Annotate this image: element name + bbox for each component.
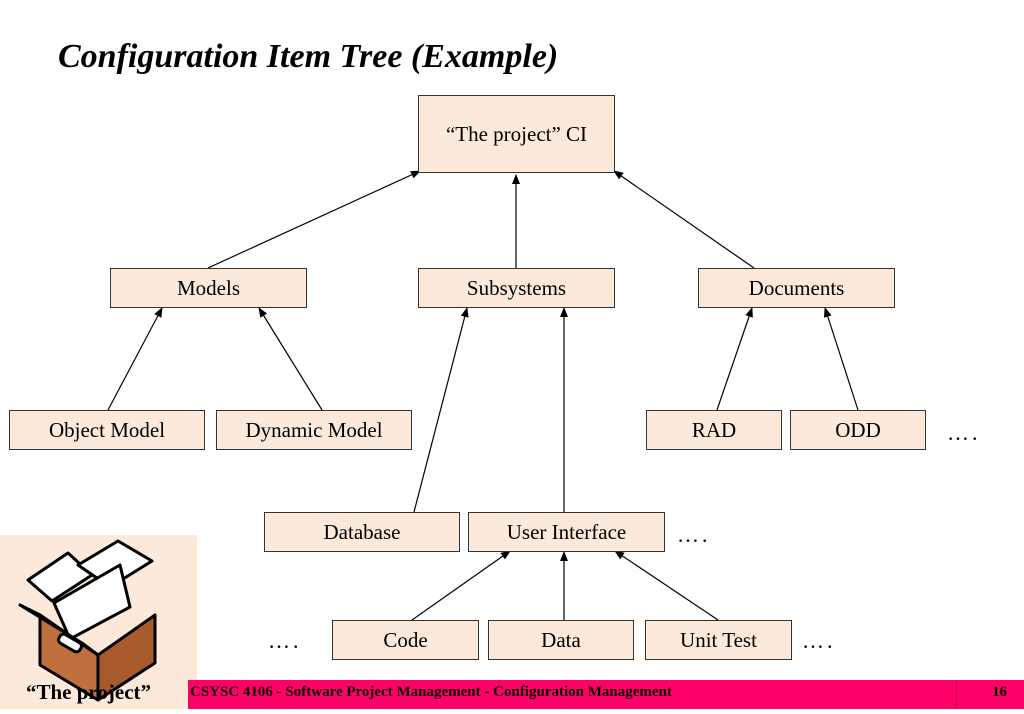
node-user-interface: User Interface [468,512,665,552]
ellipsis-documents: …. [947,420,981,445]
footer-separator [956,680,957,709]
node-code: Code [332,620,479,660]
edge-database-subsystems [413,307,469,513]
node-subsystems: Subsystems [418,268,615,308]
node-dynamic-model: Dynamic Model [216,410,412,450]
edge-models-root [207,170,421,269]
footer-bar [188,680,1024,709]
open-box-icon [18,539,157,702]
edge-code-ui [411,550,511,621]
ellipsis-subsystems: …. [677,522,711,547]
node-data: Data [488,620,634,660]
node-unit-test: Unit Test [645,620,792,660]
edge-unittest-ui [614,550,719,621]
edge-odd-documents [823,307,859,411]
page-number: 16 [992,684,1007,700]
illustration-caption: “The project” [26,680,152,704]
edge-dynamicmodel-models [258,307,323,411]
ellipsis-ui-right: …. [802,628,836,653]
edge-objectmodel-models [107,307,163,411]
node-models: Models [110,268,307,308]
node-object-model: Object Model [9,410,205,450]
node-documents: Documents [698,268,895,308]
slide-title: Configuration Item Tree (Example) [58,38,559,75]
node-database: Database [264,512,460,552]
project-illustration-panel [0,535,197,709]
edge-documents-root [613,170,755,269]
footer-text: CSYSC 4106 - Software Project Management… [190,684,672,700]
node-project-ci: “The project” CI [418,95,615,173]
edge-rad-documents [716,307,753,411]
node-rad: RAD [646,410,782,450]
ellipsis-ui-left: …. [268,628,302,653]
node-odd: ODD [790,410,926,450]
